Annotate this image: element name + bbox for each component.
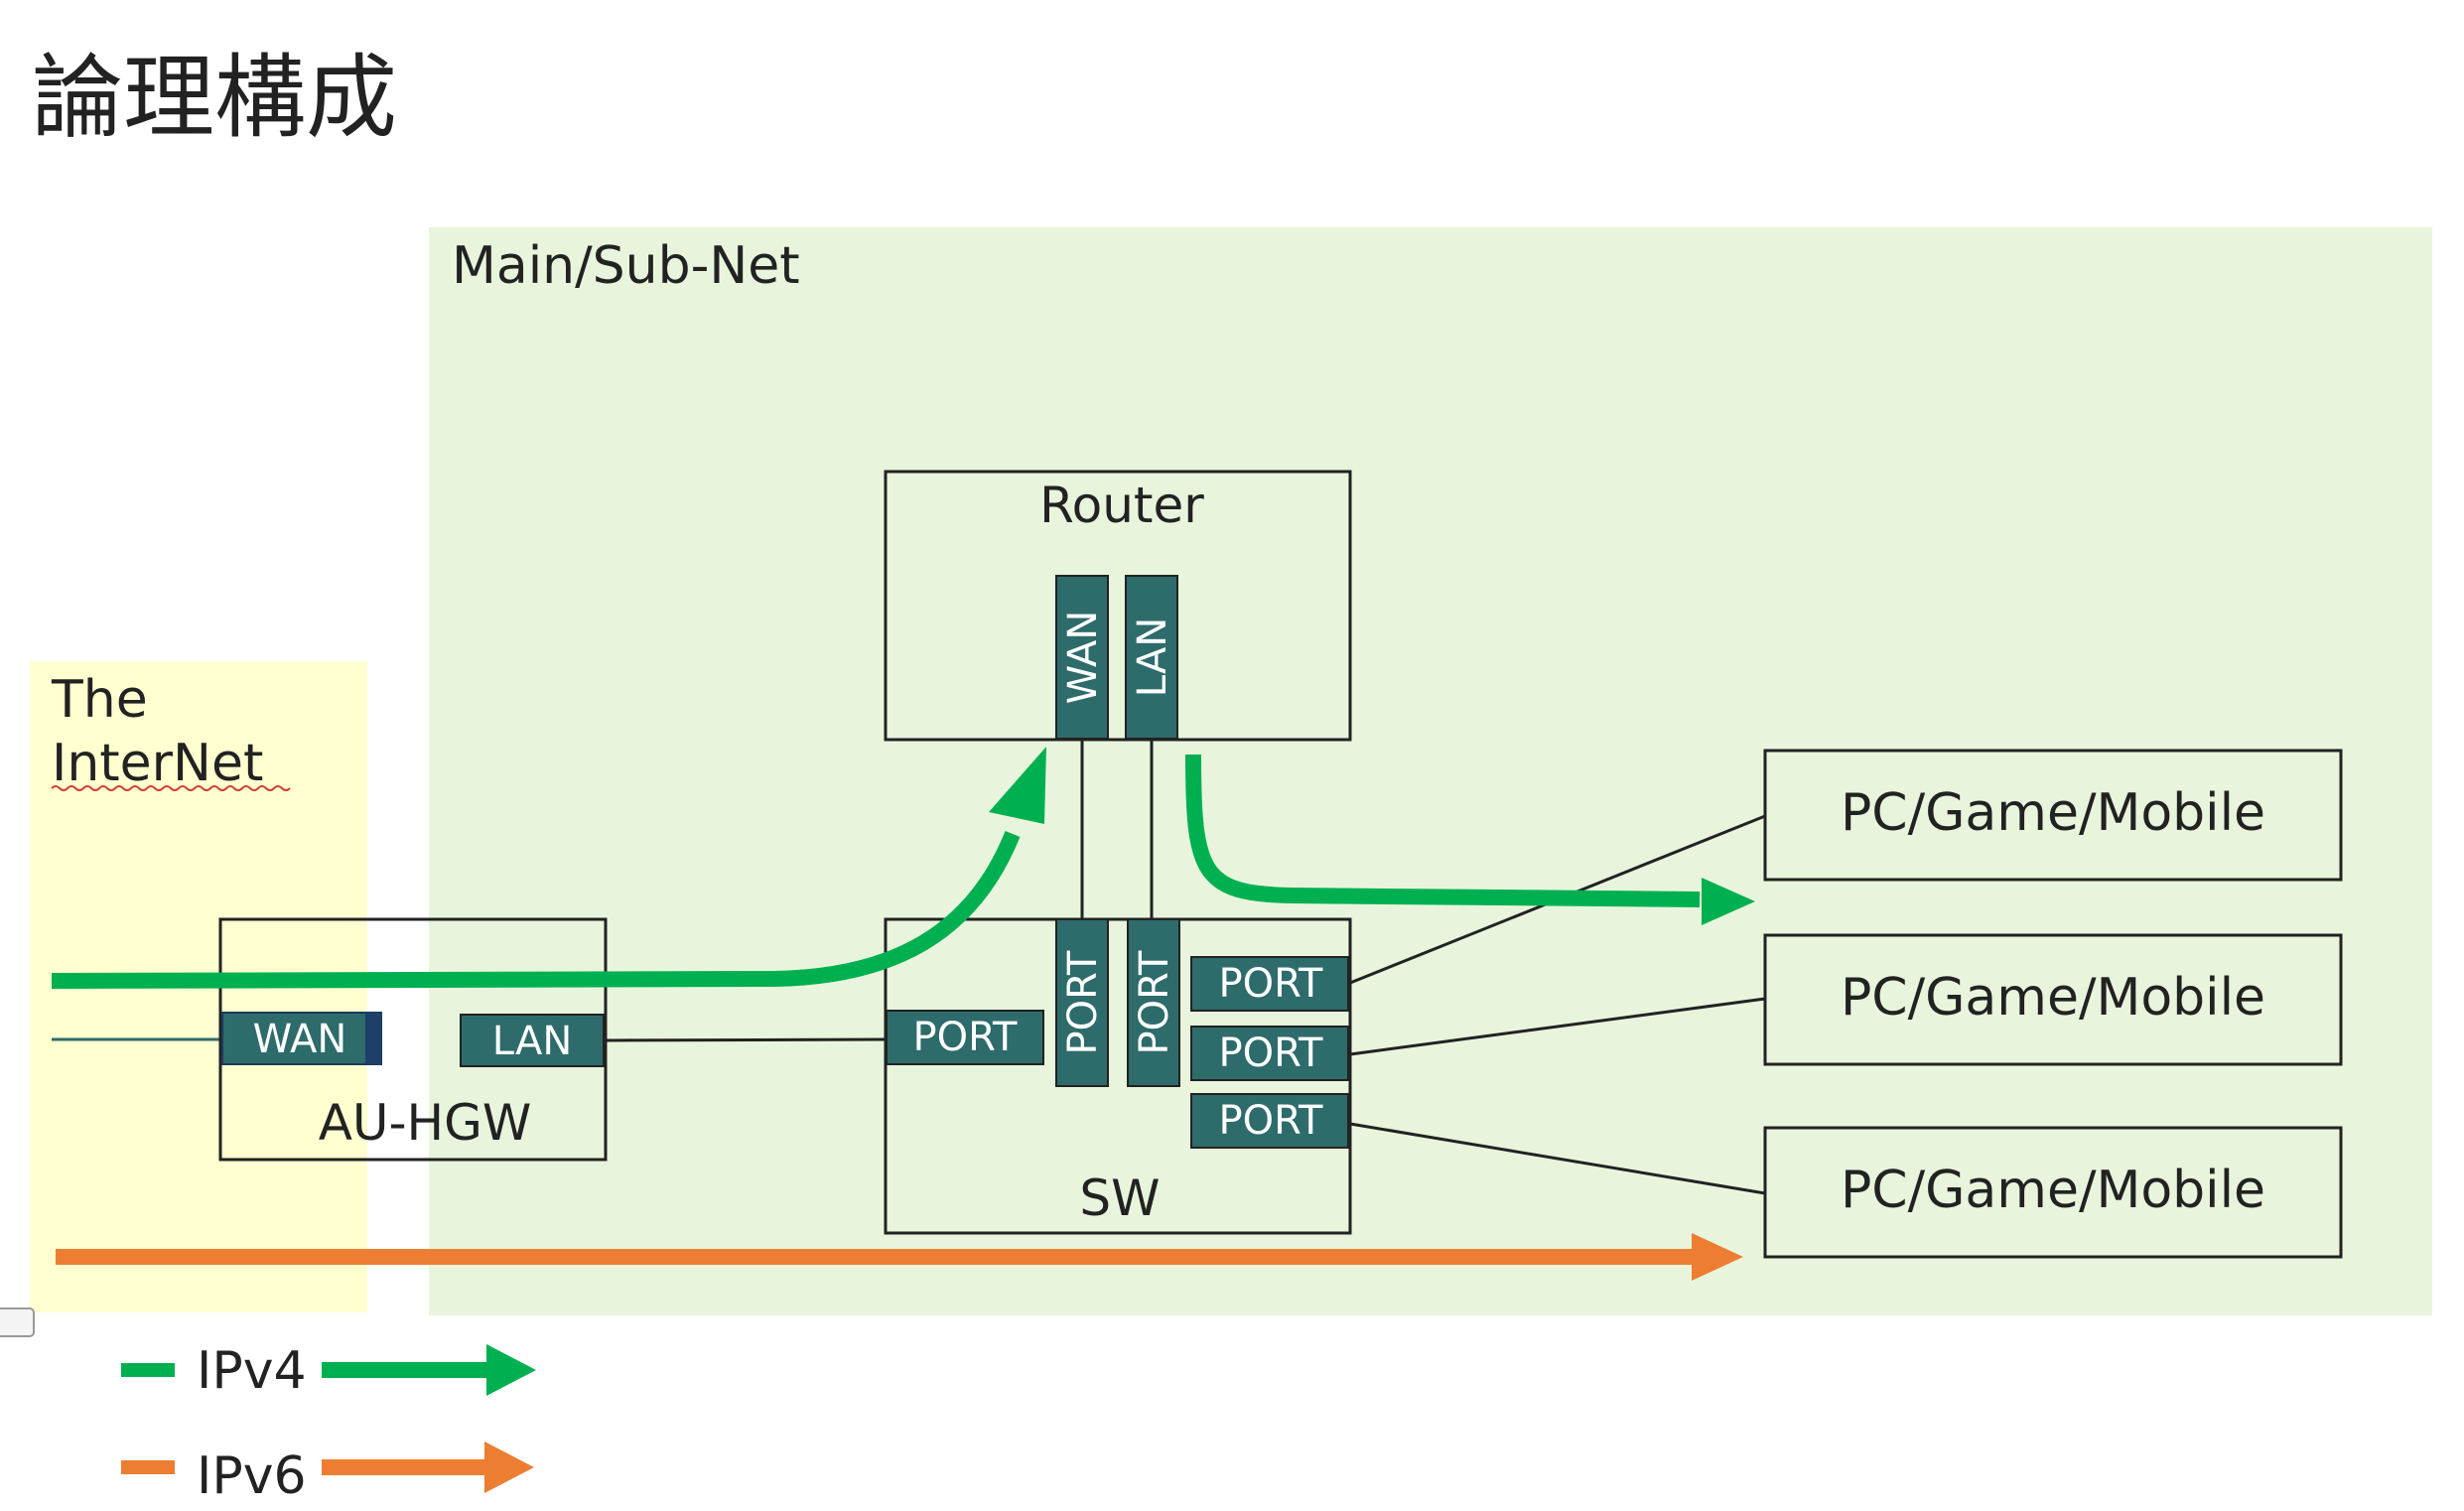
ipv4-flow-up	[51, 831, 1021, 989]
sw-port-right-3	[1190, 1093, 1349, 1149]
sw-port-right-2	[1190, 1026, 1349, 1081]
router-wan-port-label: WAN	[1060, 611, 1106, 705]
client-label-2: PC/Game/Mobile	[1841, 968, 2265, 1028]
client-box-3	[1763, 1126, 2343, 1259]
sw-port-right-1-label: PORT	[1219, 961, 1323, 1007]
hgw-wan-port	[221, 1012, 382, 1065]
legend: IPv4 IPv6	[121, 1341, 536, 1506]
legend-ipv6-label: IPv6	[197, 1446, 307, 1506]
hgw-wan-port-edge	[365, 1013, 381, 1064]
ipv4-flow-down-head	[1702, 878, 1755, 925]
client-label-3: PC/Game/Mobile	[1841, 1161, 2265, 1220]
sw-port-right-1	[1190, 956, 1349, 1012]
hgw-wan-port-label: WAN	[253, 1017, 347, 1062]
sw-port-up-1	[1055, 918, 1109, 1087]
page-title: 論理構成	[32, 45, 397, 151]
internet-zone-label: The InterNet	[51, 670, 263, 793]
legend-ipv4-arrow-head	[486, 1344, 536, 1396]
hgw-lan-port-label: LAN	[492, 1019, 573, 1064]
hgw-label: AU-HGW	[319, 1094, 532, 1152]
legend-ipv6-arrow-head	[484, 1442, 534, 1493]
hgw-lan-port	[460, 1014, 605, 1067]
connection-lines	[52, 741, 1766, 1195]
client-box-1	[1763, 749, 2343, 882]
router-box	[884, 470, 1352, 742]
hgw-box	[218, 917, 608, 1162]
router-lan-port	[1125, 575, 1178, 740]
sw-port-up-2-label: PORT	[1132, 950, 1177, 1054]
router-lan-port-label: LAN	[1130, 618, 1175, 698]
sw-label: SW	[1079, 1169, 1160, 1227]
sw-port-up-1-label: PORT	[1060, 950, 1106, 1054]
legend-ipv4-label: IPv4	[197, 1341, 307, 1401]
router-label: Router	[1039, 477, 1204, 534]
subnet-zone-label: Main/Sub-Net	[452, 236, 800, 296]
sw-port-up-2	[1127, 918, 1180, 1087]
sw-port-right-3-label: PORT	[1219, 1098, 1323, 1144]
sw-box	[884, 917, 1352, 1235]
ipv6-flow-head	[1692, 1233, 1743, 1281]
ipv4-flow-down	[1185, 754, 1701, 907]
sw-port-right-2-label: PORT	[1219, 1030, 1323, 1076]
client-box-2	[1763, 933, 2343, 1066]
client-label-1: PC/Game/Mobile	[1841, 783, 2265, 843]
spellcheck-underline	[51, 785, 291, 791]
clipped-tag	[0, 1307, 35, 1337]
sw-port-left-label: PORT	[913, 1015, 1018, 1060]
router-wan-port	[1055, 575, 1109, 740]
ipv4-flow-up-head	[989, 747, 1046, 824]
subnet-zone	[429, 227, 2432, 1315]
sw-port-left	[886, 1010, 1044, 1065]
